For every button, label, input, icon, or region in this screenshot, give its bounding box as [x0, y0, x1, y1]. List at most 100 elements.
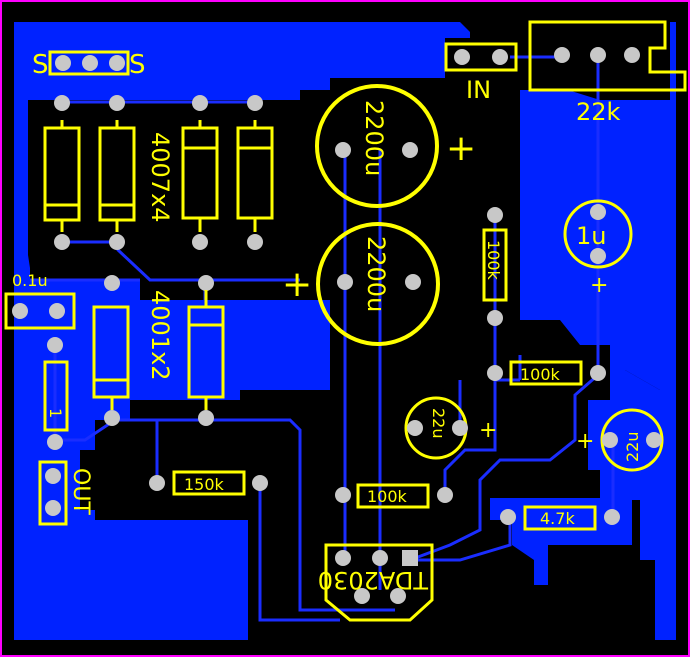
in-label: IN: [466, 76, 491, 104]
potentiometer-22k[interactable]: 22k: [528, 20, 687, 126]
pad[interactable]: [590, 365, 606, 381]
cap-2200-bottom-label: 2200u: [362, 236, 390, 312]
pad[interactable]: [192, 234, 208, 250]
pad[interactable]: [500, 509, 516, 525]
cap-0-1u[interactable]: 0.1u: [4, 271, 76, 330]
pad[interactable]: [47, 337, 63, 353]
pad[interactable]: [54, 234, 70, 250]
cap-1u-label: 1u: [576, 222, 606, 250]
connector-outline: [444, 42, 518, 72]
pad[interactable]: [372, 550, 388, 566]
cap-22u-left[interactable]: 22u +: [404, 396, 497, 460]
pad[interactable]: [49, 303, 65, 319]
pad[interactable]: [335, 142, 351, 158]
cap-2200-top[interactable]: 2200u +: [315, 84, 476, 208]
res-100k-bottom-label: 100k: [367, 487, 408, 506]
pad[interactable]: [55, 55, 71, 71]
diode-pads-4007: [54, 95, 263, 250]
diode-4001-label: 4001x2: [146, 290, 174, 381]
res-1-label: 1: [46, 408, 65, 418]
pad[interactable]: [12, 303, 28, 319]
resistor-100k-horizontal[interactable]: 100k: [487, 360, 606, 386]
pad[interactable]: [454, 49, 470, 65]
pad[interactable]: [247, 95, 263, 111]
pad[interactable]: [198, 410, 214, 426]
cap-outline: [316, 222, 440, 346]
pad[interactable]: [335, 550, 351, 566]
pad[interactable]: [109, 95, 125, 111]
cap-22u-right[interactable]: 22u +: [576, 408, 664, 472]
resistor-4-7k[interactable]: 4.7k: [500, 505, 620, 531]
pad[interactable]: [487, 310, 503, 326]
pad[interactable]: [82, 55, 98, 71]
resistor-100k-bottom[interactable]: 100k: [335, 483, 453, 509]
res-100k-horizontal-label: 100k: [520, 365, 561, 384]
resistor-body: [43, 360, 69, 432]
pad[interactable]: [492, 49, 508, 65]
pad[interactable]: [452, 420, 468, 436]
pad[interactable]: [104, 275, 120, 291]
resistor-1[interactable]: 1: [43, 337, 69, 450]
pad[interactable]: [247, 234, 263, 250]
pad[interactable]: [354, 588, 370, 604]
pad[interactable]: [487, 365, 503, 381]
pad[interactable]: [109, 234, 125, 250]
resistor-body: [482, 228, 508, 302]
cap-01u-label: 0.1u: [12, 271, 48, 290]
cap-outline: [563, 199, 633, 269]
ic-tda2030[interactable]: TDA2030: [318, 543, 434, 622]
cap-1u[interactable]: 1u +: [563, 199, 633, 298]
pad[interactable]: [149, 475, 165, 491]
pad[interactable]: [624, 47, 640, 63]
pad[interactable]: [602, 432, 618, 448]
pad[interactable]: [402, 550, 418, 566]
traces: [30, 55, 615, 622]
resistor-body: [172, 470, 246, 496]
pad[interactable]: [109, 55, 125, 71]
pad[interactable]: [407, 420, 423, 436]
pot-outline: [528, 20, 687, 92]
plus-bottom: +: [282, 264, 312, 305]
pad[interactable]: [405, 274, 421, 290]
cap-22u-left-label: 22u: [429, 408, 448, 439]
plus-22u-right: +: [576, 429, 594, 454]
pad[interactable]: [252, 475, 268, 491]
cap-2200-bottom[interactable]: 2200u +: [282, 222, 440, 346]
pad[interactable]: [604, 509, 620, 525]
pad[interactable]: [590, 204, 606, 220]
pot-value-label: 22k: [576, 98, 621, 126]
pad[interactable]: [335, 487, 351, 503]
pad[interactable]: [646, 432, 662, 448]
input-connector[interactable]: IN: [444, 42, 518, 104]
pad[interactable]: [198, 275, 214, 291]
pad[interactable]: [104, 410, 120, 426]
pad[interactable]: [390, 588, 406, 604]
pad[interactable]: [487, 207, 503, 223]
pad[interactable]: [590, 47, 606, 63]
pad[interactable]: [47, 434, 63, 450]
isolation-areas: [95, 285, 500, 520]
pad[interactable]: [554, 47, 570, 63]
resistor-100k-vertical[interactable]: 100k: [482, 207, 508, 326]
ic-outline: [324, 543, 434, 622]
plus-1u: +: [590, 273, 608, 298]
pad[interactable]: [192, 95, 208, 111]
power-connector-s[interactable]: S S: [32, 50, 146, 80]
connector-s-left-label: S: [32, 50, 49, 80]
connector-outline: [48, 50, 130, 76]
pad[interactable]: [337, 274, 353, 290]
pad[interactable]: [437, 487, 453, 503]
plus-22u-left: +: [479, 418, 497, 443]
cap-outline: [4, 292, 76, 330]
pad[interactable]: [402, 142, 418, 158]
res-100k-vertical-label: 100k: [484, 240, 503, 281]
cap-2200-top-label: 2200u: [360, 100, 388, 176]
pad[interactable]: [45, 500, 61, 516]
resistor-150k[interactable]: 150k: [149, 470, 268, 496]
res-150k-label: 150k: [184, 475, 225, 494]
pad[interactable]: [590, 248, 606, 264]
pad[interactable]: [54, 95, 70, 111]
pad[interactable]: [45, 468, 61, 484]
output-connector[interactable]: OUT: [38, 460, 93, 526]
